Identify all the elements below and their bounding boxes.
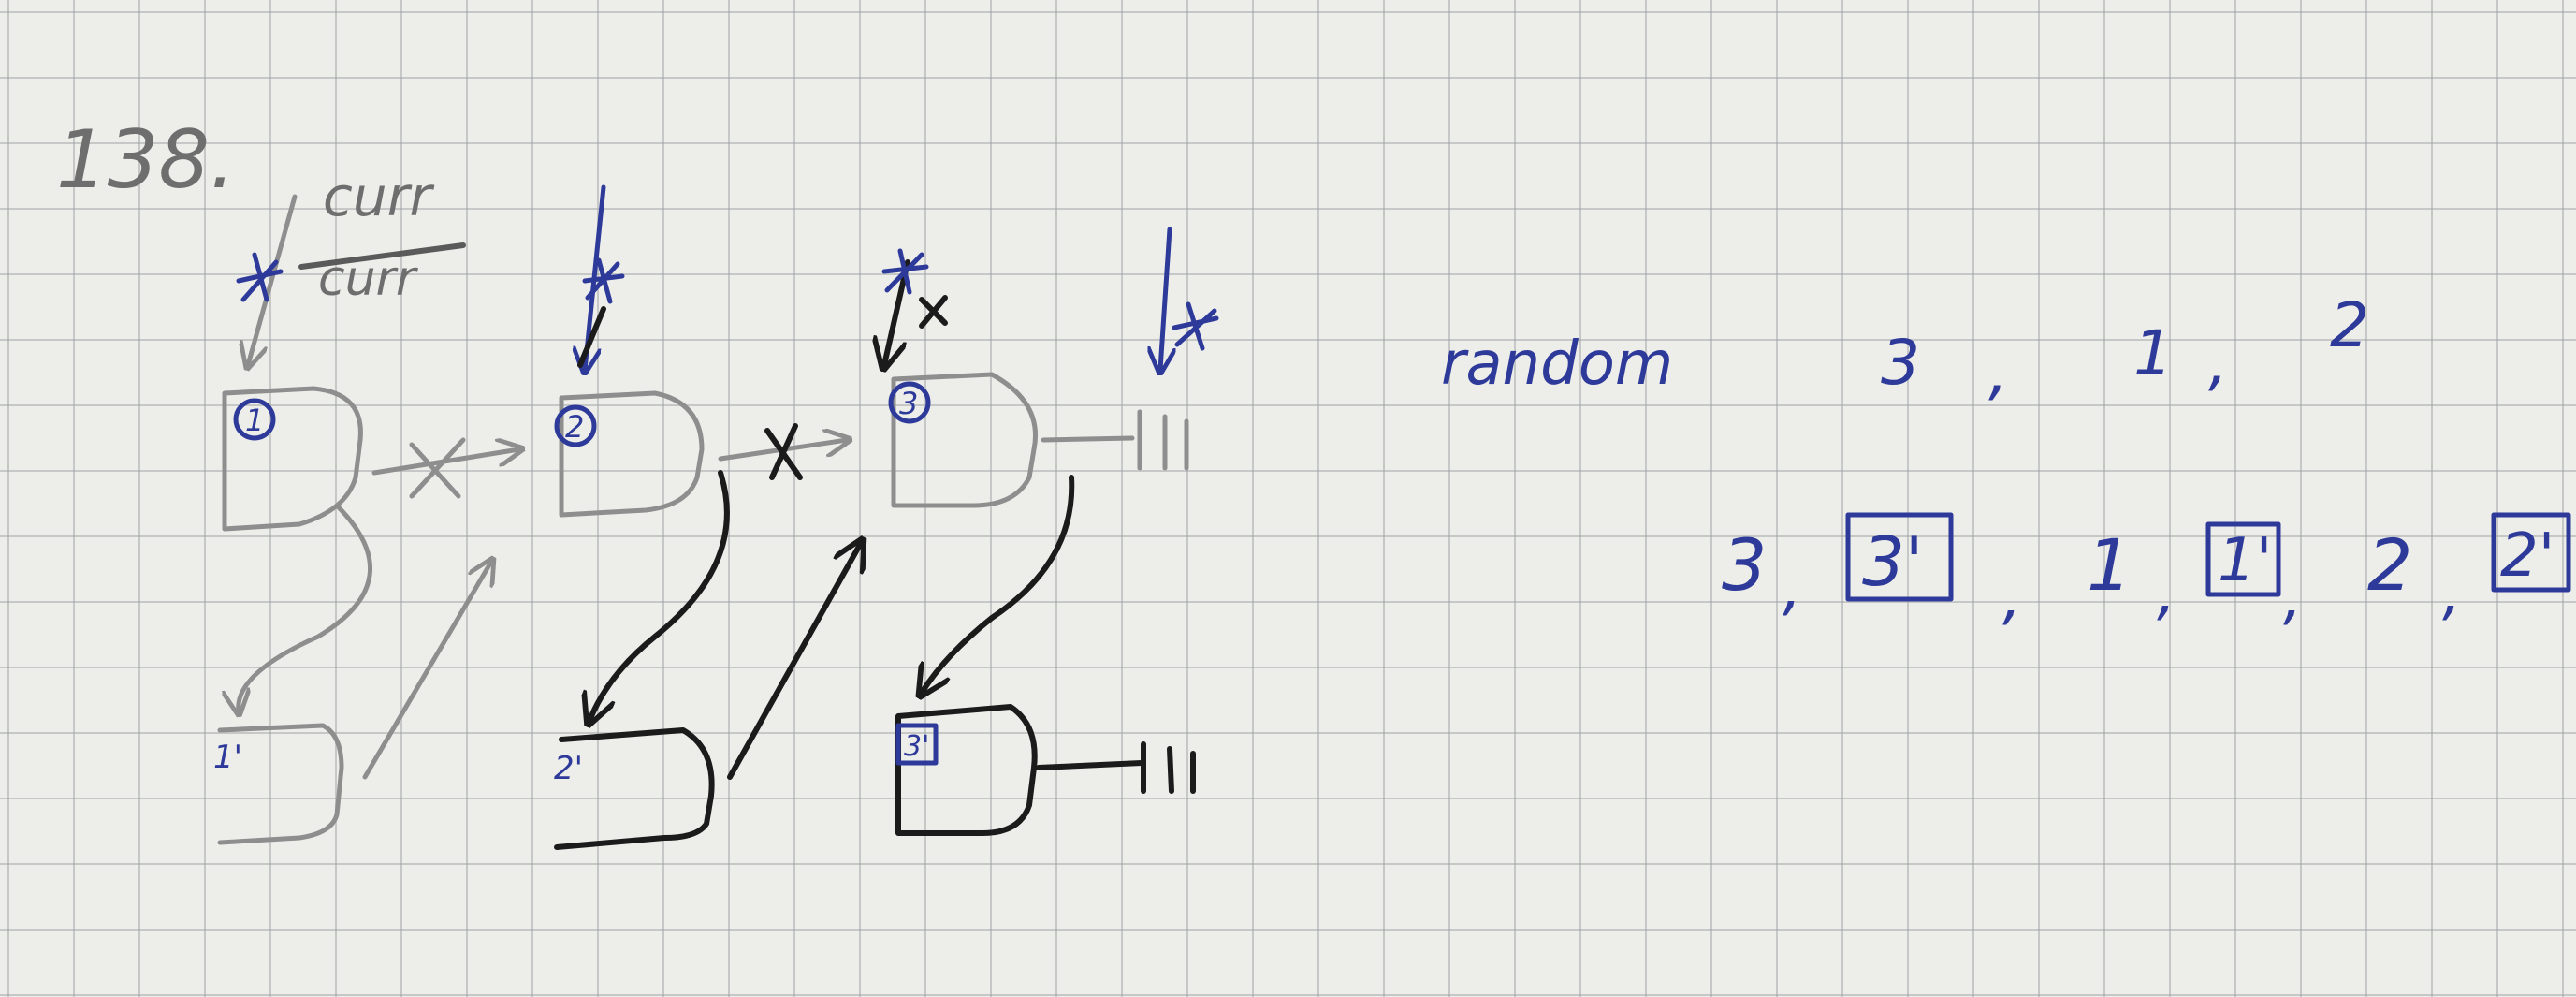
node-label-circle: [233, 398, 276, 441]
sequence-separator: ,: [2283, 564, 2302, 633]
random-values: 3 , 1 , 2: [1881, 289, 2369, 408]
copied-list: 1' 2' 3': [213, 704, 1038, 850]
node-label-box: [895, 723, 939, 766]
curr-arrow-node-1: [248, 194, 298, 365]
original-node-1: 1: [222, 386, 363, 532]
node-label: 1': [213, 739, 242, 776]
sequence-separator: ,: [2442, 559, 2461, 628]
copied-node-1: 1': [213, 723, 344, 845]
star-icon: [1172, 301, 1219, 351]
node-label: 2': [554, 750, 583, 787]
copied-node-2: 2': [554, 727, 715, 850]
random-separator: ,: [2208, 327, 2228, 399]
node-label: 3: [899, 386, 918, 421]
arrow-copy1-to-node2: [362, 562, 491, 780]
sequence-value: 1': [2218, 526, 2272, 595]
sequence-value: 2': [2500, 521, 2554, 591]
copied-null-mark: [1141, 741, 1196, 794]
star-icon: [236, 252, 284, 302]
strike-through-line: [298, 242, 466, 270]
arrow-copy2-to-node3: [727, 543, 861, 780]
interleaved-sequence: 3 , 3' , 1 , 1' , 2 , 2': [1722, 512, 2571, 633]
node-label: 1: [245, 403, 264, 438]
sequence-value: 2: [2367, 523, 2412, 607]
copied-node-3: 3': [895, 704, 1038, 836]
black-pointer-stub: [577, 306, 606, 368]
boxed-copy-value: [2205, 521, 2281, 597]
star-icon: [881, 248, 929, 295]
original-next-arrows: [371, 423, 1135, 499]
node-label-circle: [888, 381, 931, 424]
boxed-copy-value: [1845, 512, 1954, 602]
curr-arrow-node-3: [884, 259, 910, 365]
x-mark: [409, 437, 466, 499]
random-label: random: [1441, 330, 1673, 399]
next-null-line: [1041, 435, 1135, 443]
problem-number: 138.: [56, 113, 235, 207]
star-icon: [582, 257, 625, 304]
boxed-copy-value: [2491, 512, 2571, 593]
sequence-separator: ,: [1783, 554, 1801, 623]
sequence-separator: ,: [2002, 564, 2021, 633]
curr-label: curr: [323, 165, 434, 228]
sequence-value: 3: [1722, 523, 1767, 607]
random-value: 2: [2330, 289, 2369, 361]
original-null-mark: [1137, 409, 1189, 471]
arrow-node2-to-copy2: [589, 470, 730, 721]
node-label: 2: [565, 409, 584, 445]
sequence-value: 1: [2087, 523, 2132, 607]
pointer-arrows: [236, 184, 1219, 370]
arrow-node3-to-copy3: [922, 475, 1075, 693]
sequence-value: 3': [1862, 522, 1924, 601]
original-list: 1 2 3: [222, 372, 1038, 532]
random-value: 3: [1881, 327, 1920, 399]
sequence-separator: ,: [2157, 559, 2176, 628]
random-separator: ,: [1988, 336, 2008, 408]
random-value: 1: [2133, 317, 2173, 389]
x-mark: [919, 295, 948, 329]
node-label-circle: [554, 404, 597, 447]
original-node-3: 3: [888, 372, 1038, 508]
curr-arrow-null: [1160, 227, 1170, 370]
x-mark: [764, 423, 803, 480]
original-node-2: 2: [554, 390, 705, 518]
arrow-node1-to-copy1: [239, 503, 372, 711]
node-label: 3': [904, 730, 929, 763]
copy3-null-line: [1036, 760, 1144, 770]
interleave-arrows: [239, 470, 1144, 780]
